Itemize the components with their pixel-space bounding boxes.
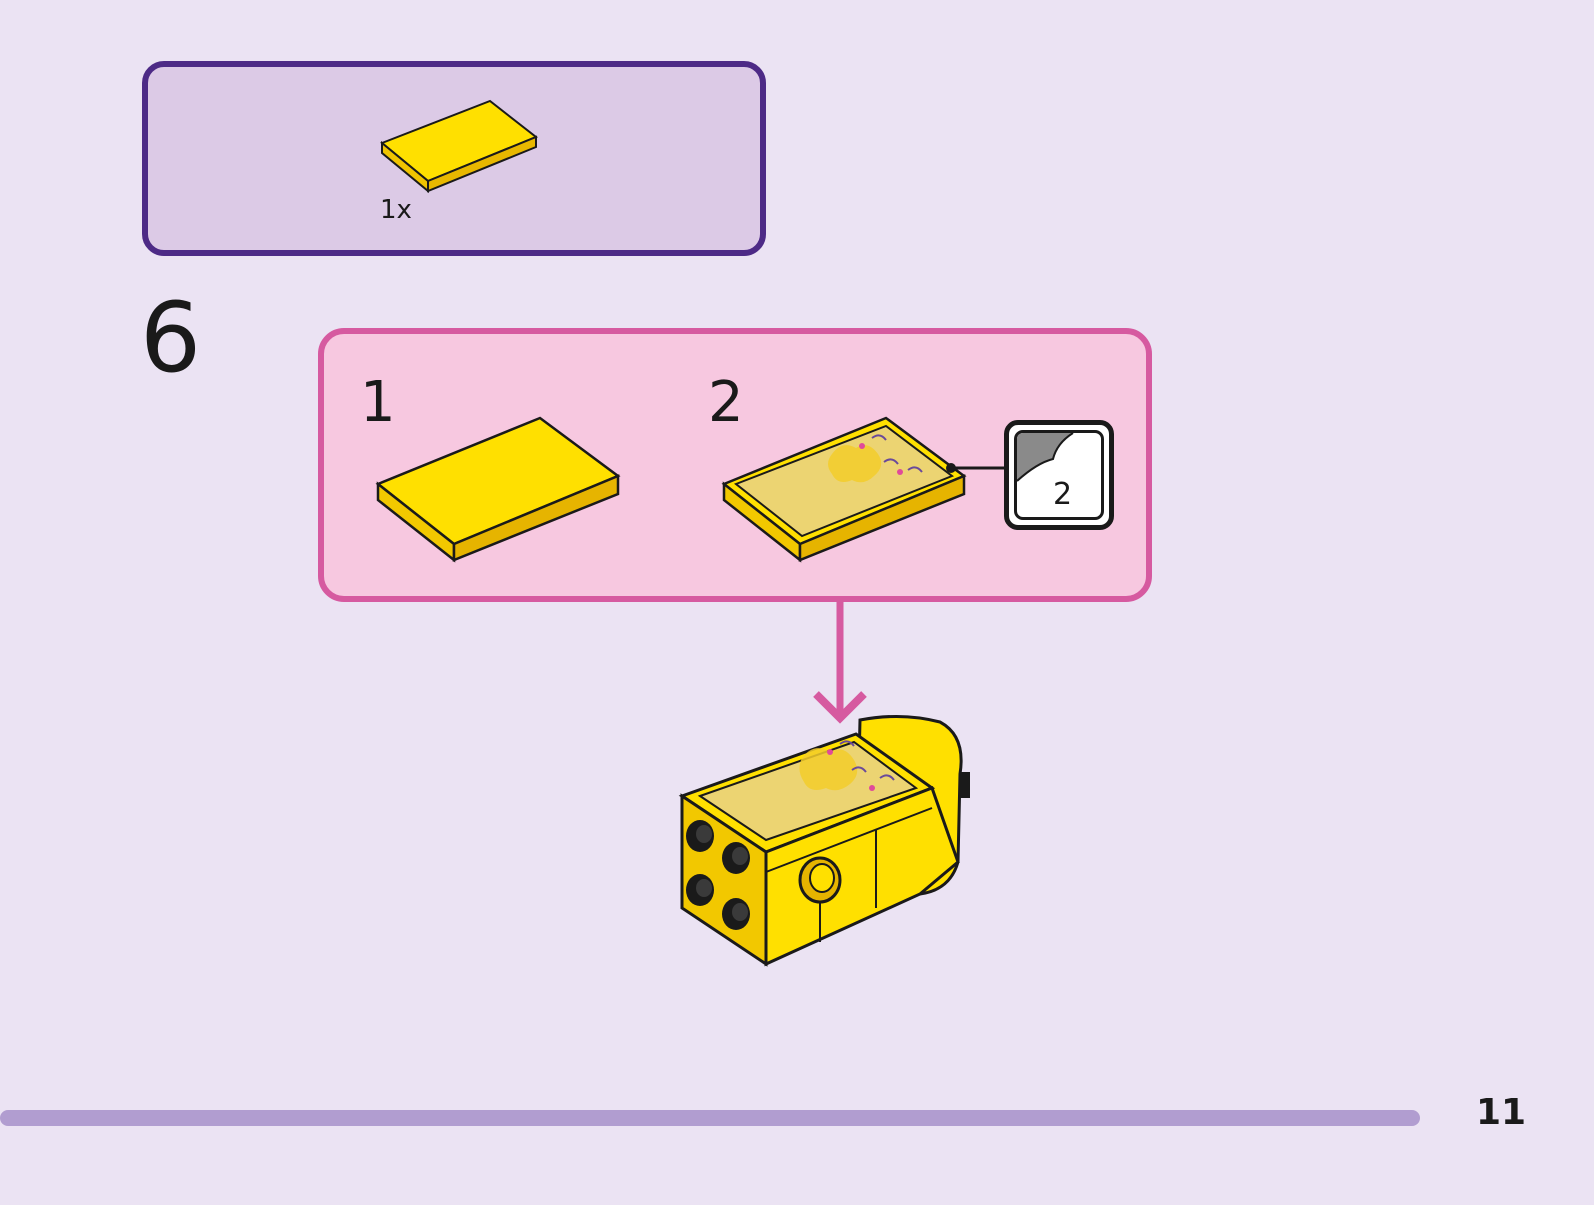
sticker-number: 2 — [1053, 477, 1073, 512]
parts-list-box: 1x — [142, 61, 766, 256]
page-number: 11 — [1476, 1092, 1527, 1133]
sub-step-1-label: 1 — [360, 370, 396, 435]
sub-assembly-box: 1 2 2 — [318, 328, 1152, 602]
yellow-tile-2x4-icon — [380, 99, 538, 194]
yellow-tile-icon — [375, 416, 621, 563]
footer-progress-bar — [0, 1110, 1420, 1126]
sticker-callout-line — [946, 463, 1006, 473]
sticker-callout: 2 — [1004, 420, 1114, 530]
arrow-down-icon — [813, 596, 867, 724]
sub-step-2-label: 2 — [708, 370, 744, 435]
assembled-model-image — [678, 714, 970, 967]
part-quantity: 1x — [380, 195, 412, 225]
step-number: 6 — [140, 282, 202, 394]
sticker-sheet-icon — [1017, 433, 1074, 482]
yellow-tile-with-sticker-icon — [721, 416, 967, 563]
